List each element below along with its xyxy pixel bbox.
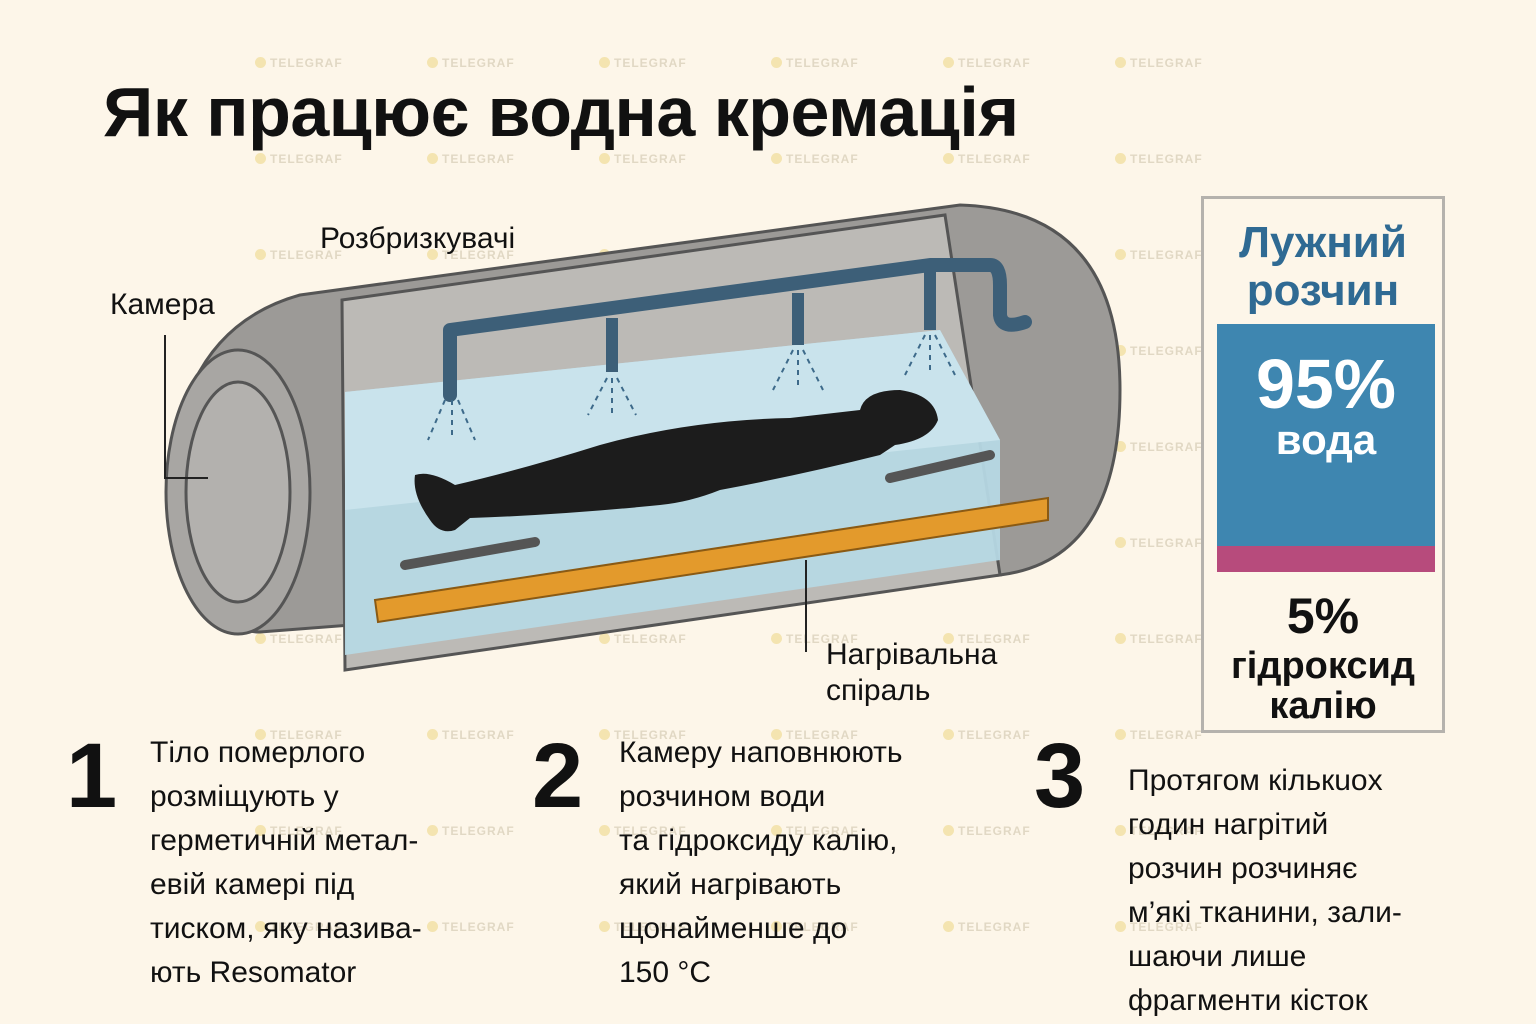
step-2-text: Камеру наповнюють розчином води та гідро… [619,736,903,989]
watermark: TELEGRAF [599,824,687,838]
label-chamber: Камера [110,288,215,321]
watermark: TELEGRAF [1115,152,1203,166]
watermark: TELEGRAF [599,152,687,166]
solution-title: Лужний розчин [1239,218,1407,315]
watermark: TELEGRAF [255,248,343,262]
watermark: TELEGRAF [427,152,515,166]
water-share-bar: 95% вода [1217,324,1435,546]
watermark: TELEGRAF [943,632,1031,646]
step-2-number: 2 [532,725,584,827]
watermark: TELEGRAF [599,920,687,934]
water-label: вода [1275,416,1377,463]
watermark: TELEGRAF [1115,440,1203,454]
watermark: TELEGRAF [427,824,515,838]
koh-percent: 5% [1286,588,1360,644]
watermark: TELEGRAF [1115,344,1203,358]
chamber-leader-line [164,335,208,479]
watermark: TELEGRAF [771,824,859,838]
watermark: TELEGRAF [255,632,343,646]
koh-share-bar [1217,546,1435,572]
watermark: TELEGRAF [1115,56,1203,70]
watermark: TELEGRAF [943,920,1031,934]
coil-rod [885,450,995,483]
watermark: TELEGRAF [943,56,1031,70]
watermark: TELEGRAF [599,728,687,742]
watermark: TELEGRAF [599,56,687,70]
coil-rod [400,537,540,570]
watermark: TELEGRAF [427,728,515,742]
watermark: TELEGRAF [1115,824,1203,838]
watermark: TELEGRAF [943,152,1031,166]
watermark: TELEGRAF [771,56,859,70]
label-sprinklers: Розбризкувачі [320,222,516,255]
watermark: TELEGRAF [427,920,515,934]
solution-composition-box: Лужний розчин 95% вода 5% гідроксид калі… [1201,196,1445,733]
watermark: TELEGRAF [771,632,859,646]
watermark: TELEGRAF [1115,920,1203,934]
chamber-door-inner [184,380,292,604]
watermark: TELEGRAF [771,728,859,742]
label-heating-coil-2: спіраль [826,674,931,707]
water-spray [427,334,956,441]
watermark: TELEGRAF [943,728,1031,742]
body-silhouette [414,390,939,532]
watermark: TELEGRAF [1115,536,1203,550]
step-1-number: 1 [66,725,118,827]
heating-coil [373,496,1049,624]
step-3-number: 3 [1034,725,1086,827]
watermark: TELEGRAF [1115,248,1203,262]
page-title: Як працює водна кремація [103,73,1019,151]
koh-label: гідроксид калію [1230,645,1416,727]
step-3-text: Протягом кількuox годин нагрітий розчин … [1128,764,1402,1017]
sprinkler-nozzles [606,270,936,372]
sprinkler-pipe [443,258,1032,402]
watermark: TELEGRAF [255,824,343,838]
watermark: TELEGRAF [427,56,515,70]
watermark: TELEGRAF [255,728,343,742]
watermark: TELEGRAF [771,152,859,166]
label-heating-coil-1: Нагрівальна [826,638,998,671]
watermark: TELEGRAF [943,824,1031,838]
watermark: TELEGRAF [1115,632,1203,646]
step-1-text: Тіло померлого розміщують у герметичній … [150,736,422,989]
watermark: TELEGRAF [255,920,343,934]
watermark: TELEGRAF [1115,728,1203,742]
watermark: TELEGRAF [255,152,343,166]
watermark: TELEGRAF [427,248,515,262]
water-surface [345,330,1000,510]
water-percent: 95% [1255,345,1397,423]
watermark: TELEGRAF [255,56,343,70]
watermark: TELEGRAF [599,632,687,646]
watermark: TELEGRAF [771,920,859,934]
